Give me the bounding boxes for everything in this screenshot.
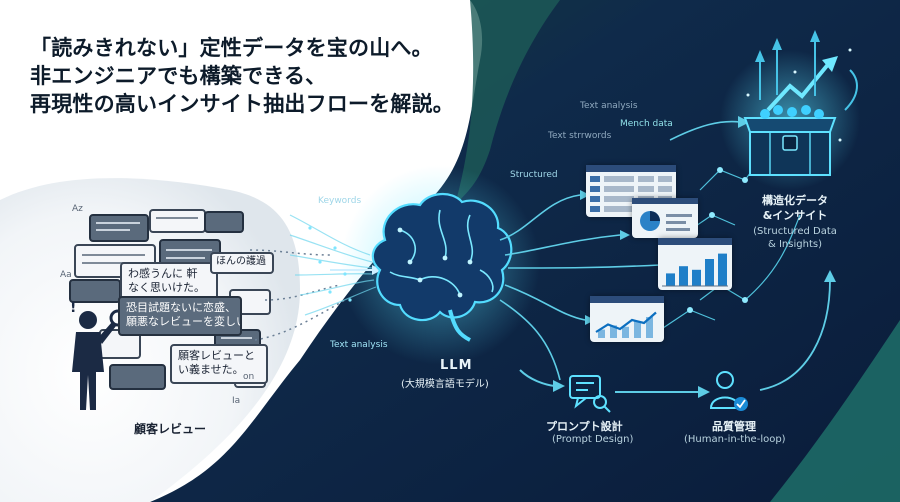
bar — [718, 253, 727, 286]
bar — [666, 273, 675, 286]
float-letter-az: Az — [72, 204, 83, 214]
trend-line — [595, 311, 657, 333]
bar — [705, 259, 714, 286]
prompt-title: プロンプト設計 — [546, 420, 623, 433]
trend-bar — [634, 321, 641, 338]
table-cell — [658, 186, 672, 192]
review-bubble-4: ほんの護過 — [210, 252, 274, 274]
label-text-analysis-top: Text analysis — [580, 101, 638, 111]
prompt-design-icon — [569, 375, 611, 413]
outgoing-streams — [499, 194, 661, 381]
review-bubble-3: 願客レビューと い義ませた。 — [170, 344, 268, 384]
bar-chart-panel — [658, 238, 732, 290]
feedback-arrow — [759, 279, 831, 391]
table-cell — [604, 196, 634, 202]
pie-panel — [632, 198, 698, 238]
llm-subtitle: (大規模言語モデル) — [401, 379, 489, 390]
treasure-chest-icon — [743, 30, 858, 176]
float-letter-aa: Aa — [60, 270, 72, 280]
bar-chart-header — [658, 238, 732, 245]
brain-nodes — [397, 227, 473, 298]
table-cell — [604, 176, 634, 182]
bar — [679, 266, 688, 286]
review-bubble-2: 恐目試題ないに恋盛、 願悪なレビューを変しい。 — [118, 296, 242, 336]
page-title: 「読みきれない」定性データを宝の山へ。 非エンジニアでも構築できる、 再現性の高… — [30, 34, 454, 118]
bar — [692, 269, 701, 286]
arrow-to-quality-head — [698, 386, 710, 398]
output-caption: 構造化データ &インサイト (Structured Data & Insight… — [740, 193, 850, 251]
float-letter-ia: Ia — [232, 396, 241, 406]
label-keywords: Keywords — [318, 196, 362, 206]
title-line-3: 再現性の高いインサイト抽出フローを解説。 — [30, 92, 454, 116]
table-row-marker — [590, 206, 600, 212]
trend-bar — [598, 329, 605, 338]
label-text-structwords: Text strrwords — [548, 131, 612, 141]
person-icon: ! — [70, 300, 127, 410]
title-line-1: 「読みきれない」定性データを宝の山へ。 — [30, 36, 433, 60]
feedback-arrow-head — [824, 270, 836, 282]
title-line-2: 非エンジニアでも構築できる、 — [30, 64, 327, 88]
output-subtitle-1: (Structured Data — [753, 226, 837, 237]
llm-title: LLM — [440, 358, 473, 373]
label-mench-data: Mench data — [620, 119, 673, 129]
label-structured: Structured — [510, 170, 558, 180]
table-row-marker — [590, 176, 600, 182]
customer-review-caption: 顧客レビュー — [134, 422, 207, 436]
table-row-marker — [590, 196, 600, 202]
output-title-2: &インサイト — [762, 209, 828, 222]
review-bubble-1: わ感うんに 軒 なく思いけた。 — [120, 262, 218, 302]
incoming-dots — [308, 226, 352, 302]
trend-bar — [610, 325, 617, 338]
prompt-subtitle: (Prompt Design) — [552, 434, 634, 445]
label-text-analysis-bottom: Text analysis — [330, 340, 388, 350]
quality-control-icon — [709, 371, 748, 411]
arrow-to-chest — [669, 120, 741, 141]
trend-bar — [646, 317, 653, 338]
arrow-to-prompt — [519, 369, 556, 387]
table-cell — [658, 176, 672, 182]
table-header — [586, 165, 676, 172]
float-letter-on: on — [243, 372, 255, 382]
bar-chart-graphic — [658, 238, 732, 287]
table-cell — [604, 206, 634, 212]
table-cell — [638, 186, 654, 192]
arrow-to-chest-head — [738, 116, 750, 128]
incoming-arrowhead — [372, 265, 382, 275]
output-subtitle-2: & Insights) — [768, 239, 822, 250]
brain-icon — [371, 193, 513, 342]
quality-title: 品質管理 — [712, 420, 756, 433]
trend-chart-panel — [590, 296, 664, 342]
trend-header — [590, 296, 664, 303]
pie-graphic — [632, 198, 698, 231]
table-cell — [638, 176, 654, 182]
trend-chart-graphic — [590, 296, 664, 338]
svg-text:!: ! — [70, 300, 76, 316]
quality-subtitle: (Human-in-the-loop) — [684, 434, 786, 445]
trend-bar — [622, 326, 629, 338]
arrow-to-prompt-head — [553, 380, 565, 392]
table-row-marker — [590, 186, 600, 192]
output-title-1: 構造化データ — [762, 194, 828, 207]
table-cell — [604, 186, 634, 192]
incoming-streams — [289, 214, 377, 316]
